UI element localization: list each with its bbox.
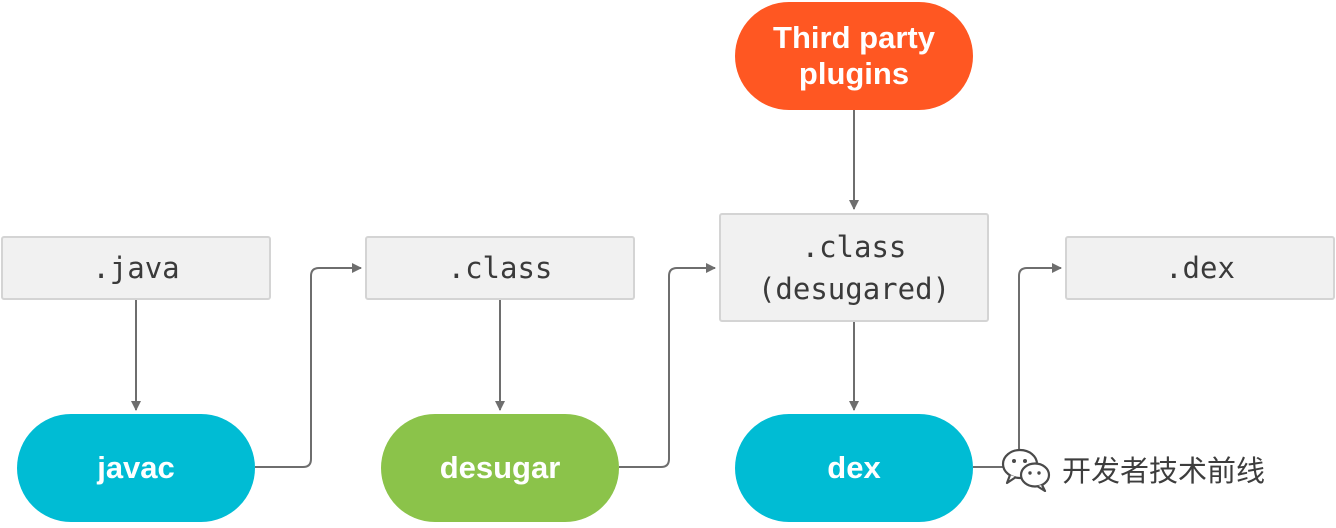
- dex-tool-node: dex: [735, 414, 973, 522]
- class-file-box: .class: [365, 236, 635, 300]
- dex-file-box: .dex: [1065, 236, 1335, 300]
- watermark: 开发者技术前线: [1000, 446, 1265, 492]
- watermark-text: 开发者技术前线: [1062, 454, 1266, 488]
- arrow-javac-to-class: [255, 263, 362, 468]
- arrow-desugar-to-desugared: [619, 263, 716, 468]
- desugared-class-box: .class (desugared): [719, 213, 989, 322]
- java-source-box: .java: [1, 236, 271, 300]
- javac-tool-node: javac: [17, 414, 255, 522]
- wechat-icon: [1001, 448, 1051, 492]
- desugar-tool-node: desugar: [381, 414, 619, 522]
- third-party-plugins-node: Third party plugins: [735, 2, 973, 110]
